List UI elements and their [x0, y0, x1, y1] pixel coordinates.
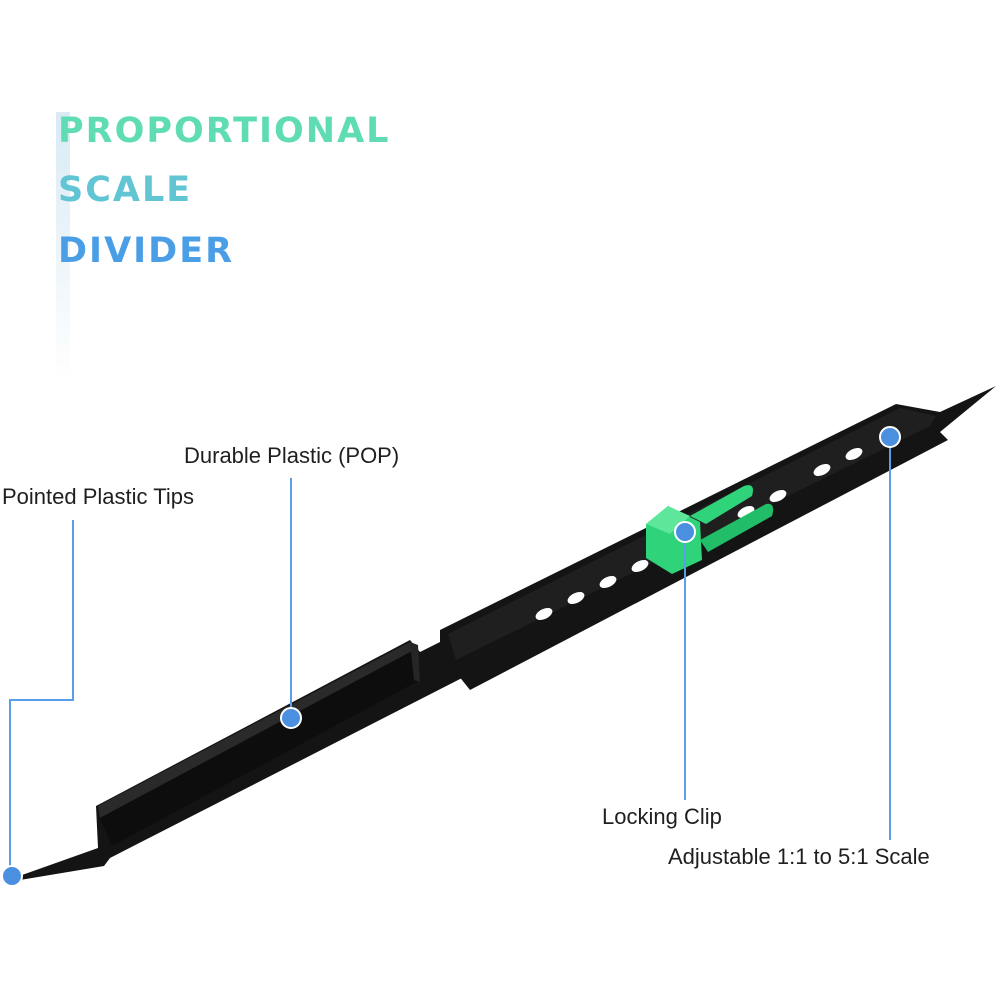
- callout-dots: [1, 426, 901, 887]
- callout-dot-scale: [879, 426, 901, 448]
- callout-label-tips: Pointed Plastic Tips: [2, 484, 194, 509]
- callout-label-clip: Locking Clip: [602, 804, 722, 829]
- callout-dot-clip: [674, 521, 696, 543]
- title-line-1: PROPORTIONAL: [58, 111, 391, 151]
- callout-lines: [9, 437, 891, 876]
- title-line-3: DIVIDER: [58, 231, 235, 271]
- title-line-2: SCALE: [58, 170, 193, 210]
- callout-label-scale: Adjustable 1:1 to 5:1 Scale: [668, 844, 930, 869]
- title-accent-bar: [56, 112, 70, 382]
- divider-lower-arm: [8, 632, 462, 882]
- callout-dot-tips: [1, 865, 23, 887]
- callout-label-plastic: Durable Plastic (POP): [184, 443, 400, 468]
- callout-dot-plastic: [280, 707, 302, 729]
- scale-holes: [535, 448, 863, 620]
